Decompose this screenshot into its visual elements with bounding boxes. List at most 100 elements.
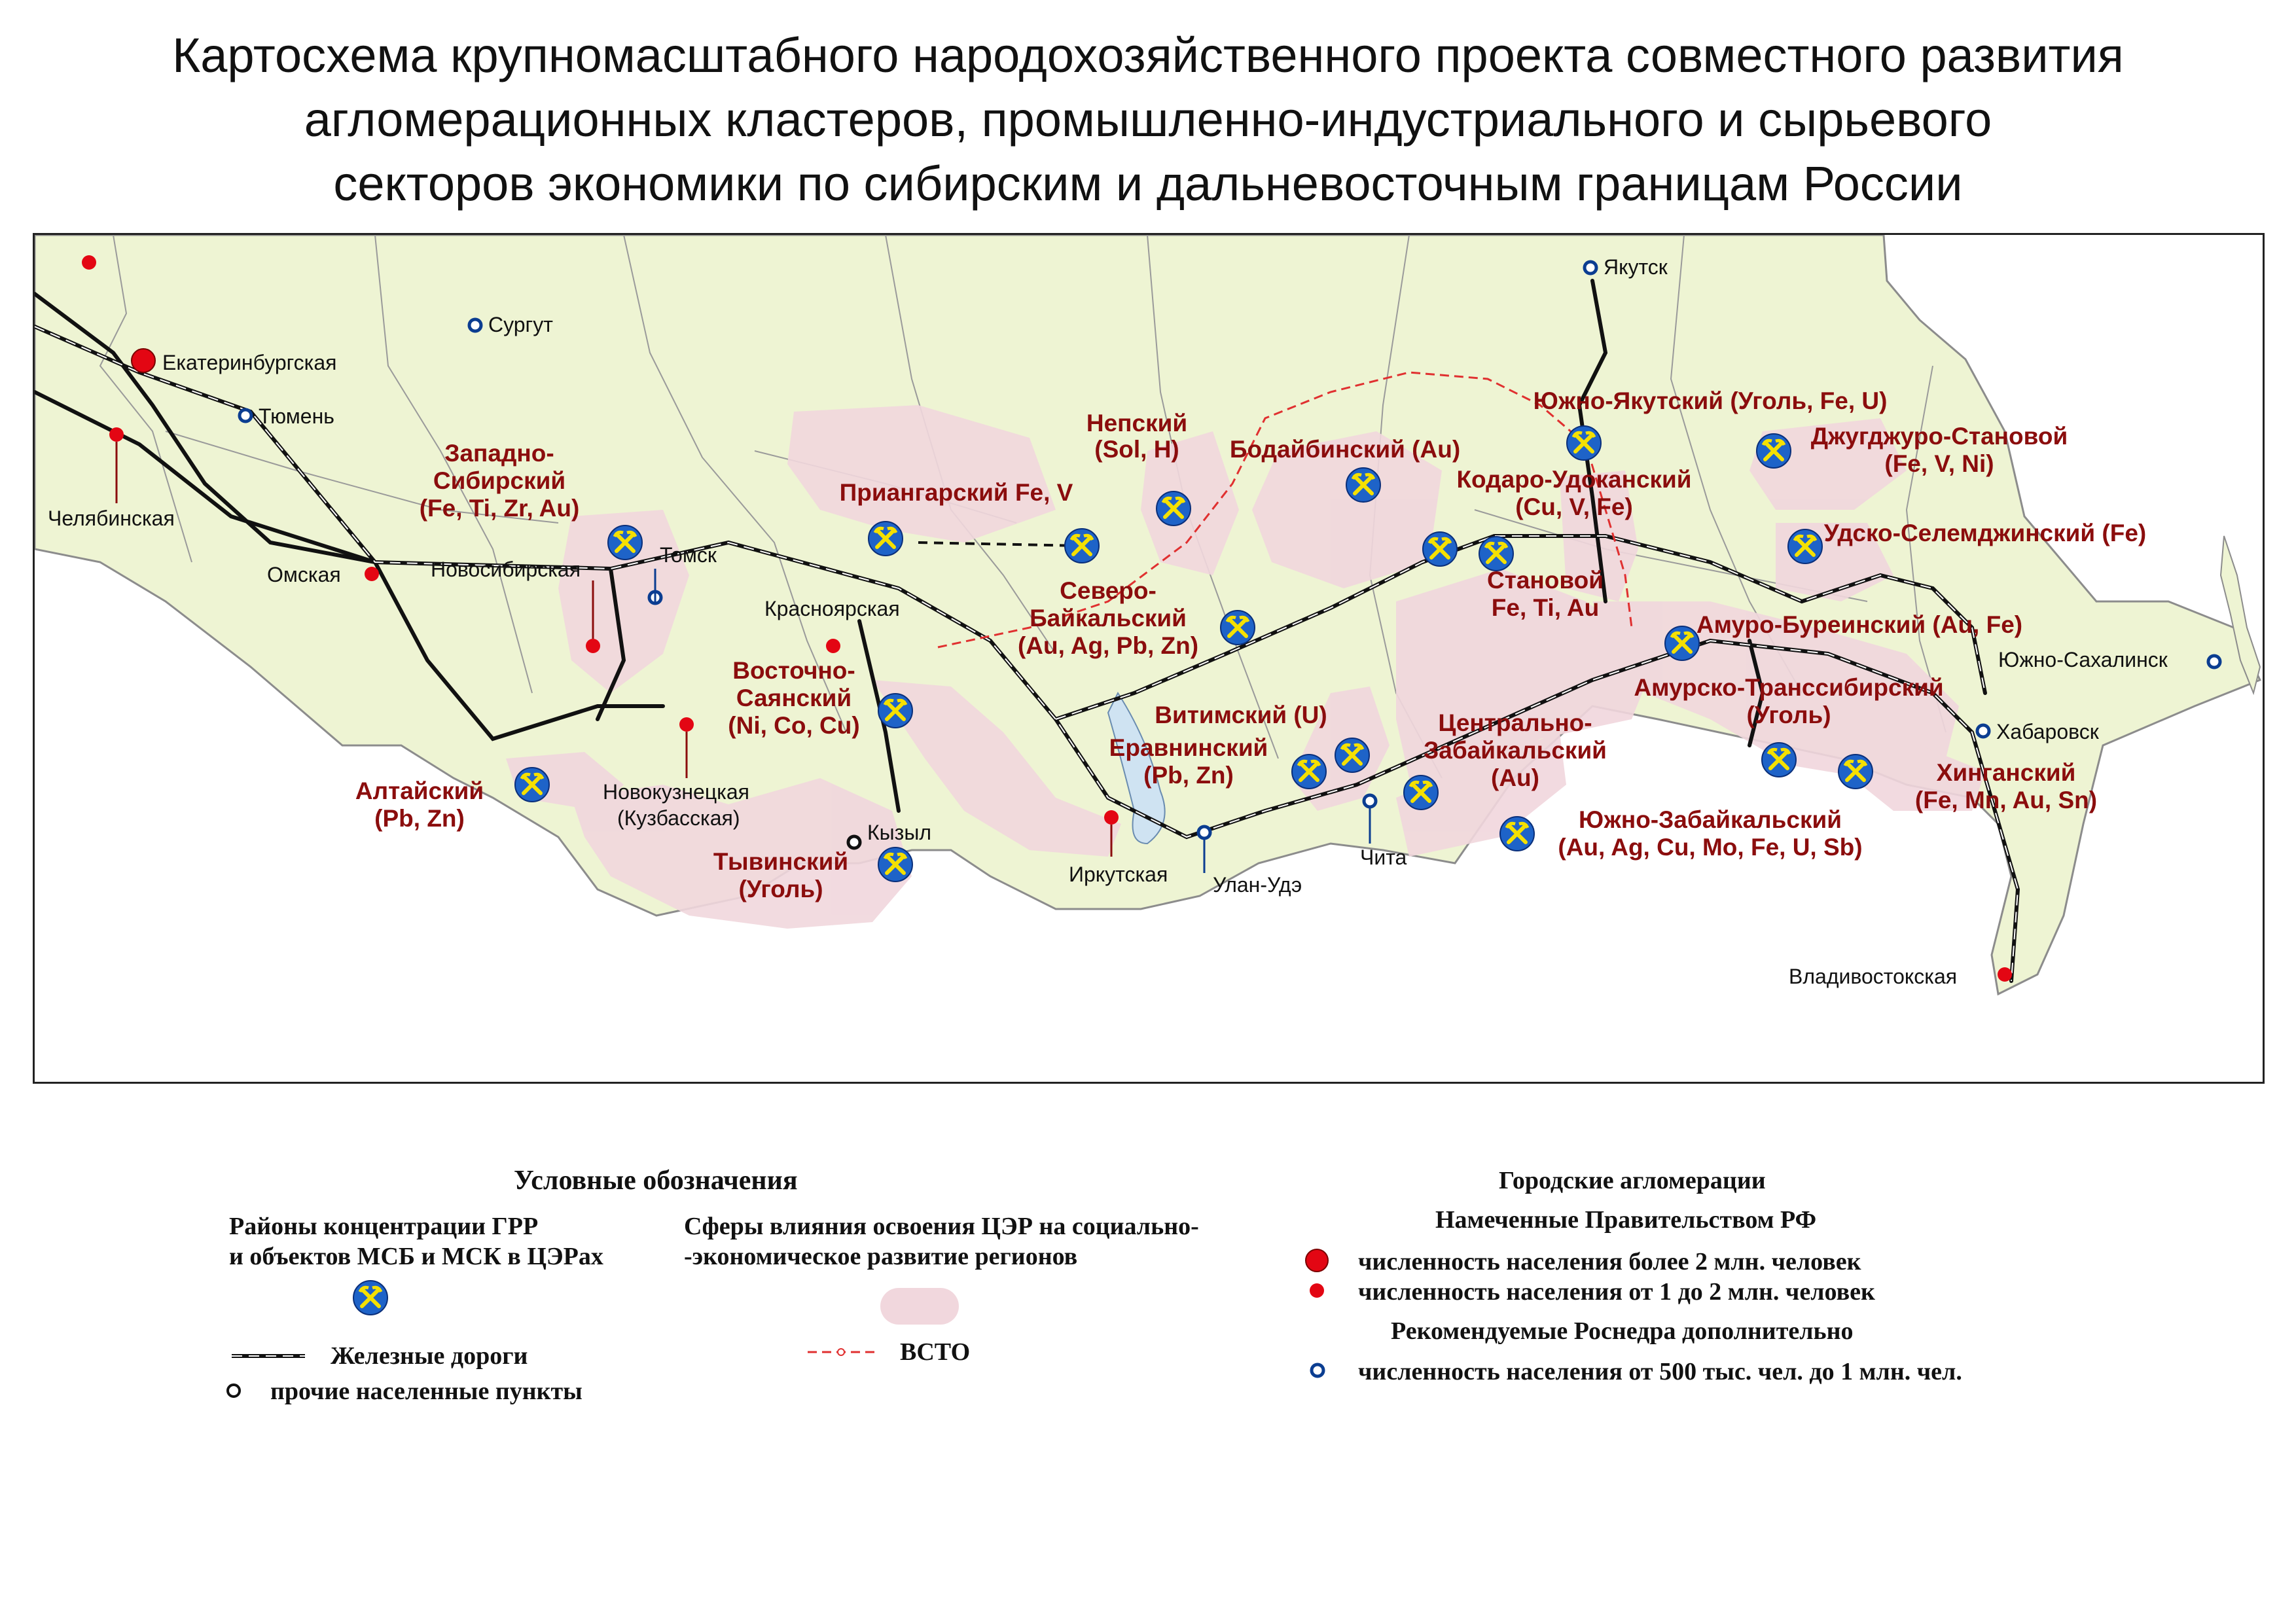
title-line-2: агломерационных кластеров, промышленно-и…: [304, 92, 1992, 147]
label-amur-trans-1: Амурско-Транссибирский: [1634, 674, 1943, 701]
label-khabarovsk: Хабаровск: [1996, 720, 2100, 743]
label-tyva-1: Тывинский: [713, 848, 848, 875]
label-zapadno-sib-1: Западно-: [444, 440, 554, 467]
label-novokuznetsk-1: Новокузнецкая: [603, 780, 749, 804]
deposit-icon-amur-bureya: [1665, 626, 1699, 660]
deposit-icon-zapadno-sib: [608, 526, 642, 560]
legend-500k-1m-symbol: [1310, 1363, 1325, 1378]
label-dzhugdzhur-2: (Fe, V, Ni): [1884, 450, 1994, 477]
label-chelyabinsk: Челябинская: [48, 507, 175, 530]
label-altai-1: Алтайский: [355, 777, 484, 804]
blue-marker-stems: [654, 569, 1371, 873]
label-sev-baikal-1: Северо-: [1060, 577, 1157, 604]
north-red-marker: [82, 255, 96, 270]
legend-1-2m-symbol: [1310, 1283, 1324, 1298]
novokuznetsk-marker: [679, 717, 694, 732]
yuzhno-sakhalinsk-marker: [2206, 654, 2222, 669]
label-nepsky-2: (Sol, H): [1094, 436, 1179, 463]
legend-from-500k-to-1m: численность населения от 500 тыс. чел. д…: [1358, 1358, 1962, 1385]
label-sev-baikal-3: (Au, Ag, Pb, Zn): [1018, 632, 1198, 659]
legend-railways: Железные дороги: [331, 1342, 528, 1370]
label-amur-bureya: Амуро-Буреинский (Au, Fe): [1696, 611, 2022, 638]
deposit-icon-yuzh-yakut: [1567, 426, 1601, 460]
label-vladivostok: Владивостокская: [1789, 965, 1957, 988]
vsto-pipeline: [937, 371, 1633, 649]
chelyabinsk-marker: [109, 427, 124, 442]
legend-influence-line-2: -экономическое развитие регионов: [684, 1243, 1078, 1270]
label-kyzyl: Кызыл: [867, 821, 931, 844]
legend-deposit-icon: [353, 1280, 388, 1315]
zone-stanovoy: [1396, 569, 1658, 785]
legend-settlement-symbol: [226, 1383, 241, 1398]
label-tyva-2: (Уголь): [738, 876, 823, 902]
deposit-icon-amur-trans: [1762, 743, 1796, 777]
label-vost-sayan-1: Восточно-: [732, 657, 855, 684]
label-surgut: Сургут: [488, 313, 553, 336]
zone-priangarsky: [787, 405, 1056, 543]
label-udsko: Удско-Селемджинский (Fe): [1824, 520, 2147, 546]
label-altai-2: (Pb, Zn): [374, 805, 465, 832]
label-yuzhno-sakhalinsk: Южно-Сахалинск: [1998, 648, 2168, 671]
label-eravna-1: Еравнинский: [1109, 734, 1268, 761]
surgut-marker: [467, 317, 483, 333]
label-chita: Чита: [1360, 846, 1407, 869]
label-ulan-ude: Улан-Удэ: [1213, 873, 1302, 897]
label-yuzh-zab-2: (Au, Ag, Cu, Mo, Fe, U, Sb): [1558, 834, 1862, 861]
label-novokuznetsk-2: (Кузбасская): [617, 806, 740, 830]
krasnoyarsk-marker: [826, 639, 840, 653]
label-tyumen: Тюмень: [259, 404, 334, 428]
label-tsentr-zab-1: Центрально-: [1438, 709, 1592, 736]
deposit-icon-udsko: [1788, 529, 1822, 563]
legend-over-2m-symbol: [1305, 1249, 1329, 1272]
legend-vsto: ВСТО: [900, 1338, 971, 1366]
label-khingan-2: (Fe, Mn, Au, Sn): [1915, 787, 2097, 813]
deposit-icon-tyva: [878, 847, 912, 882]
label-khingan-1: Хинганский: [1937, 759, 2076, 786]
legend-government-heading: Намеченные Правительством РФ: [1435, 1206, 1817, 1234]
legend-settlements: прочие населенные пункты: [270, 1378, 583, 1405]
legend-influence-swatch: [880, 1288, 959, 1325]
label-yakutsk: Якутск: [1604, 255, 1668, 279]
label-tsentr-zab-3: (Au): [1491, 764, 1539, 791]
khabarovsk-marker: [1975, 723, 1991, 739]
omsk-marker: [365, 567, 379, 581]
deposit-icon-vost-sayan: [878, 694, 912, 728]
ulan-ude-marker: [1196, 825, 1212, 840]
legend-from-1-to-2m: численность населения от 1 до 2 млн. чел…: [1358, 1278, 1875, 1306]
label-kodar-1: Кодаро-Удоканский: [1456, 466, 1691, 493]
legend-rosneft-heading: Рекомендуемые Роснедра дополнительно: [1391, 1317, 1854, 1345]
label-nepsky-1: Непский: [1086, 410, 1187, 437]
deposit-icon-kodar-2: [1479, 537, 1513, 571]
label-omsk: Омская: [267, 563, 341, 586]
railway-casing: [35, 326, 2019, 982]
legend: Условные обозначения Районы концентрации…: [0, 1113, 2296, 1505]
label-priangarsky: Приангарский Fe, V: [840, 479, 1073, 506]
label-yuzh-zab-1: Южно-Забайкальский: [1579, 806, 1842, 833]
legend-heading: Условные обозначения: [514, 1166, 798, 1196]
map-title: Картосхема крупномасштабного народохозяй…: [0, 24, 2296, 216]
label-vost-sayan-3: (Ni, Co, Cu): [728, 712, 859, 739]
label-irkutsk: Иркутская: [1069, 863, 1168, 886]
zone-vost-sayan: [872, 680, 1121, 857]
label-stanovoy-2: Fe, Ti, Au: [1492, 594, 1599, 621]
label-sev-baikal-2: Байкальский: [1030, 605, 1187, 632]
zone-kuzbass: [571, 778, 912, 929]
ekaterinburg-marker: [131, 348, 156, 373]
lake-baikal: [1107, 691, 1166, 845]
deposit-icon-altai: [515, 768, 549, 802]
deposit-icon-tsentr-zab: [1404, 776, 1438, 810]
map-frame: Екатеринбургская Тюмень Сургут Челябинск…: [33, 233, 2265, 1084]
label-eravna-2: (Pb, Zn): [1143, 762, 1234, 789]
label-stanovoy-1: Становой: [1487, 567, 1604, 594]
zone-tsentr-zab: [1396, 732, 1566, 857]
label-tsentr-zab-2: Забайкальский: [1424, 737, 1607, 764]
legend-influence-line-1: Сферы влияния освоения ЦЭР на социально-: [684, 1213, 1199, 1240]
zone-dzhugdzhur: [1749, 418, 1907, 510]
label-yuzh-yakut: Южно-Якутский (Уголь, Fe, U): [1534, 387, 1888, 414]
red-marker-stems: [115, 442, 1113, 857]
deposit-icon-bodaibo: [1346, 468, 1380, 502]
deposit-icon-sev-baikal: [1221, 611, 1255, 645]
vladivostok-marker: [1998, 967, 2012, 982]
deposit-icon-vitim: [1335, 738, 1369, 772]
label-kodar-2: (Cu, V, Fe): [1515, 493, 1633, 520]
